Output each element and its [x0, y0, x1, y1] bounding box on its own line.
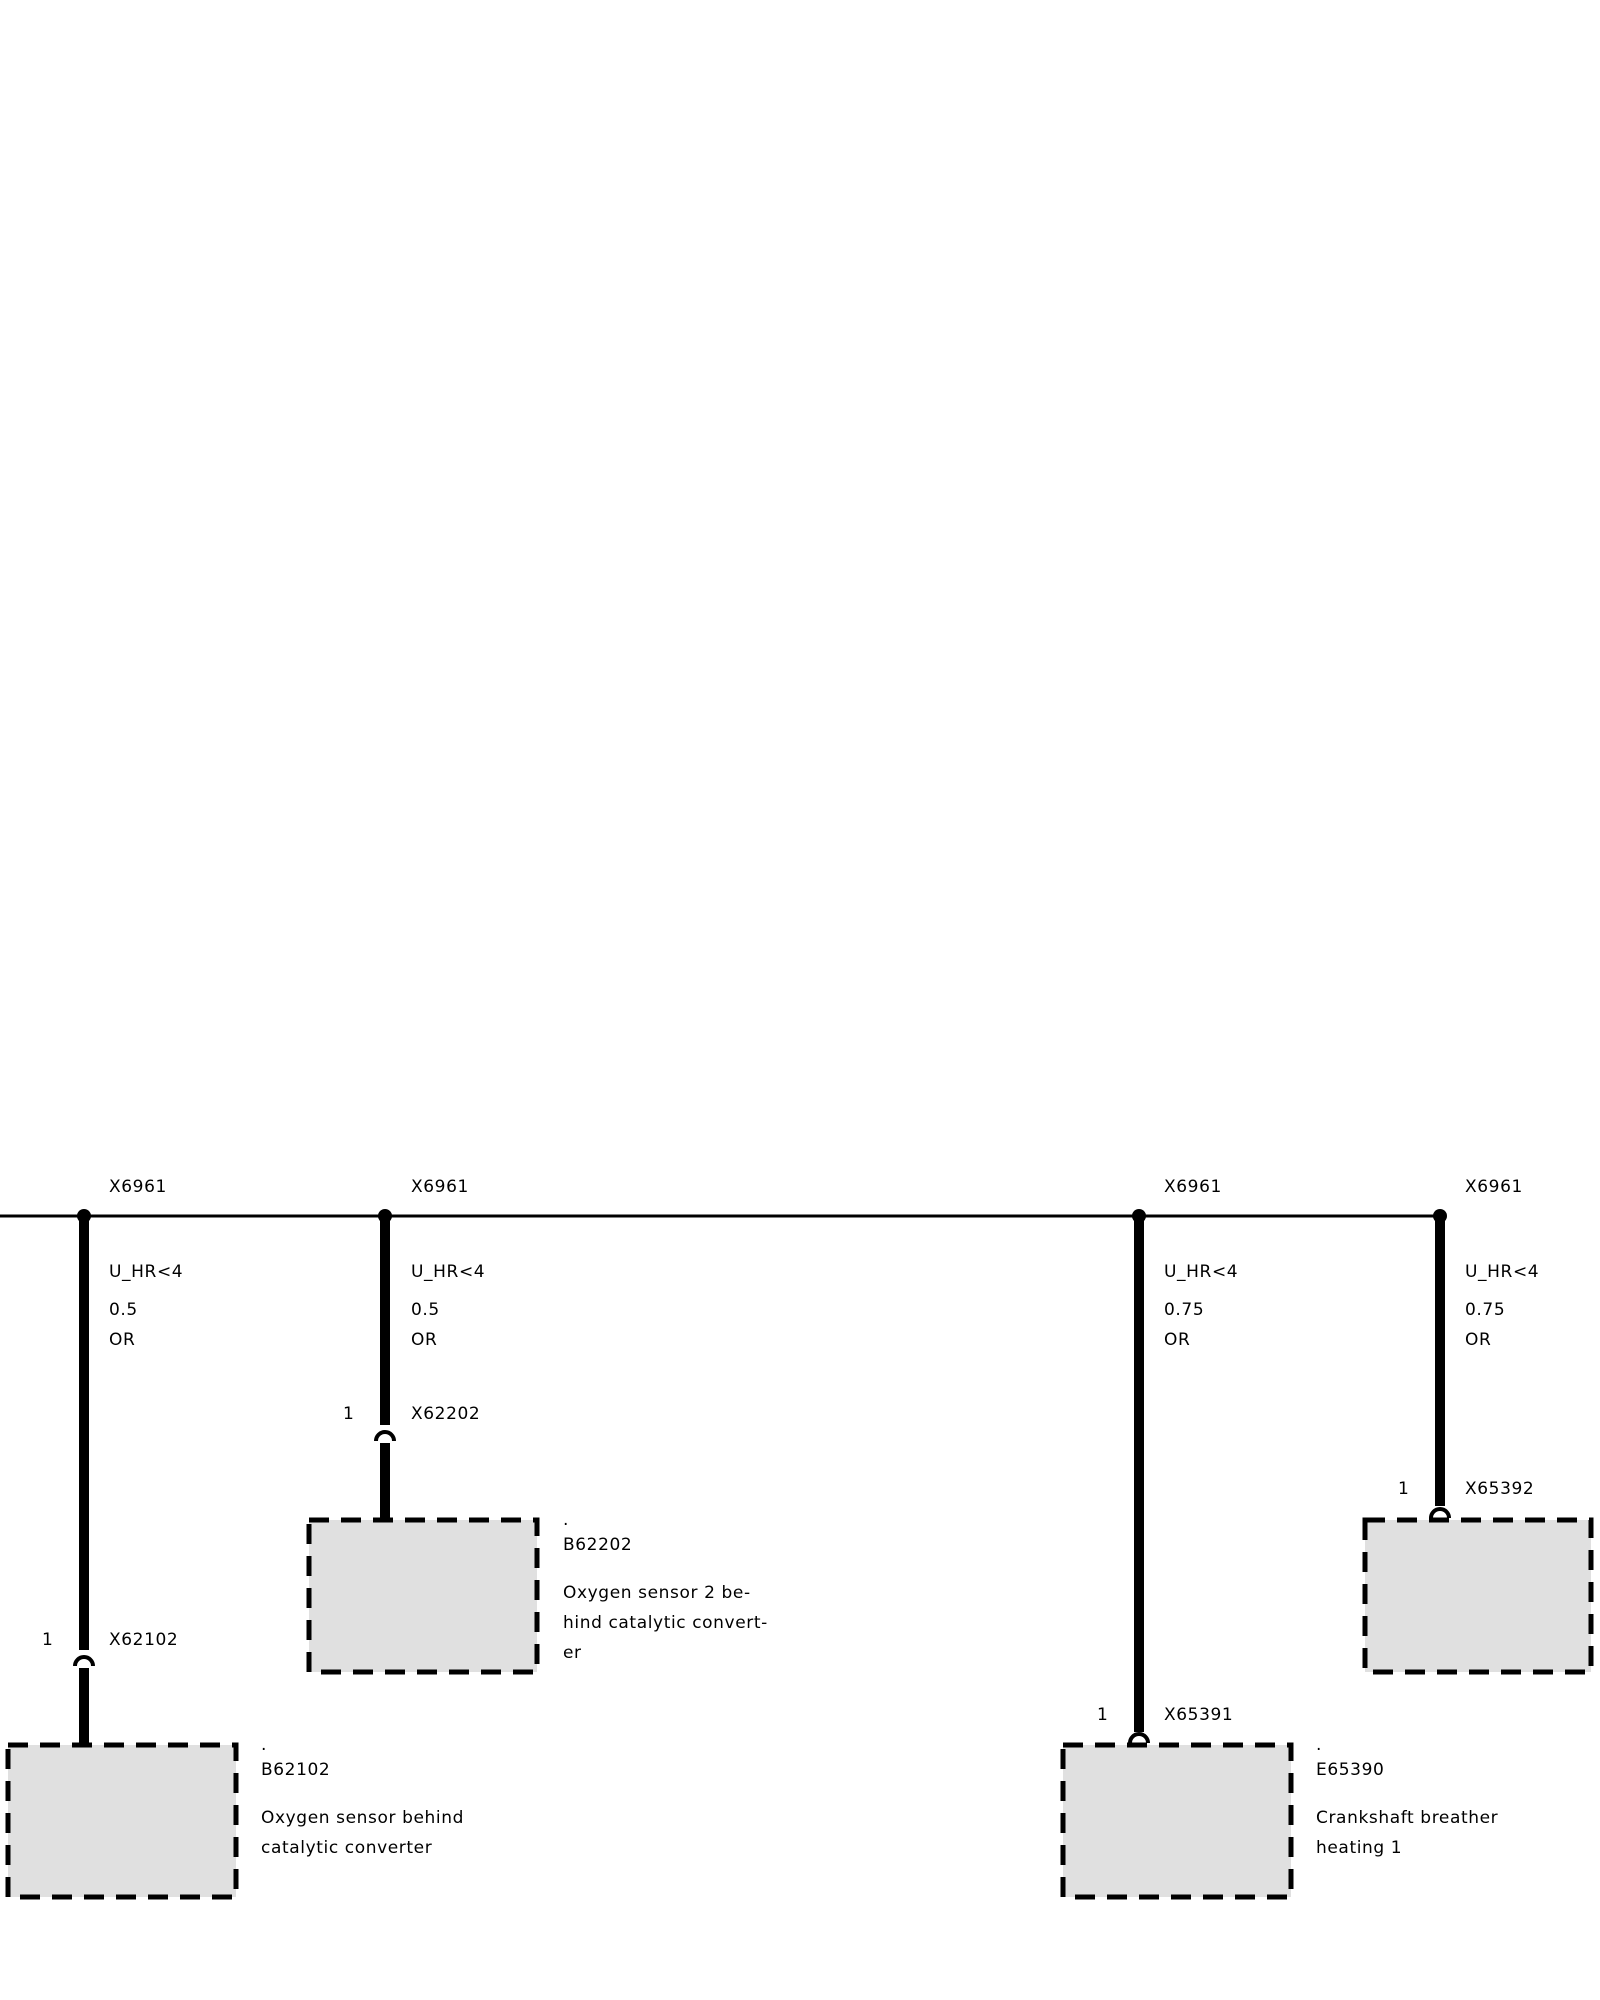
component-desc-b62202-line3: er [563, 1643, 582, 1663]
connector-name-1: X62102 [109, 1630, 178, 1650]
wire-color-2: OR [411, 1330, 437, 1350]
component-box-b62202 [306, 1517, 540, 1675]
component-desc-e65390-line2: heating 1 [1316, 1838, 1402, 1858]
connector-name-4: X65392 [1465, 1479, 1534, 1499]
connector-symbol-1 [73, 1655, 95, 1667]
component-id-e65390: E65390 [1316, 1760, 1384, 1780]
splice-label-1: X6961 [109, 1177, 167, 1197]
wire-color-4: OR [1465, 1330, 1491, 1350]
wire-size-4: 0.75 [1465, 1300, 1505, 1320]
connector-symbol-4 [1429, 1507, 1451, 1519]
component-dot-3: . [1316, 1735, 1322, 1755]
component-box-e65390 [1060, 1742, 1294, 1900]
component-id-b62102: B62102 [261, 1760, 330, 1780]
connector-symbol-3 [1128, 1732, 1150, 1744]
splice-label-2: X6961 [411, 1177, 469, 1197]
connector-pin-4: 1 [1398, 1479, 1409, 1499]
wire-size-1: 0.5 [109, 1300, 138, 1320]
wire-size-3: 0.75 [1164, 1300, 1204, 1320]
wire-signal-1: U_HR<4 [109, 1262, 183, 1282]
component-desc-b62102-line1: Oxygen sensor behind [261, 1808, 464, 1828]
component-desc-b62102-line2: catalytic converter [261, 1838, 432, 1858]
connector-pin-1: 1 [42, 1630, 53, 1650]
wire-signal-4: U_HR<4 [1465, 1262, 1539, 1282]
component-desc-b62202-line1: Oxygen sensor 2 be- [563, 1583, 751, 1603]
component-box-b62102 [5, 1742, 239, 1900]
component-box-x65392 [1362, 1517, 1594, 1675]
connector-symbol-2 [374, 1430, 396, 1442]
splice-label-4: X6961 [1465, 1177, 1523, 1197]
wire-signal-2: U_HR<4 [411, 1262, 485, 1282]
component-dot-2: . [563, 1510, 569, 1530]
connector-pin-2: 1 [343, 1404, 354, 1424]
wire-color-1: OR [109, 1330, 135, 1350]
connector-name-2: X62202 [411, 1404, 480, 1424]
component-dot-1: . [261, 1735, 267, 1755]
connector-pin-3: 1 [1097, 1705, 1108, 1725]
component-desc-b62202-line2: hind catalytic convert- [563, 1613, 768, 1633]
wire-color-3: OR [1164, 1330, 1190, 1350]
component-desc-e65390-line1: Crankshaft breather [1316, 1808, 1498, 1828]
component-id-b62202: B62202 [563, 1535, 632, 1555]
connector-name-3: X65391 [1164, 1705, 1233, 1725]
wire-signal-3: U_HR<4 [1164, 1262, 1238, 1282]
wire-size-2: 0.5 [411, 1300, 440, 1320]
splice-label-3: X6961 [1164, 1177, 1222, 1197]
